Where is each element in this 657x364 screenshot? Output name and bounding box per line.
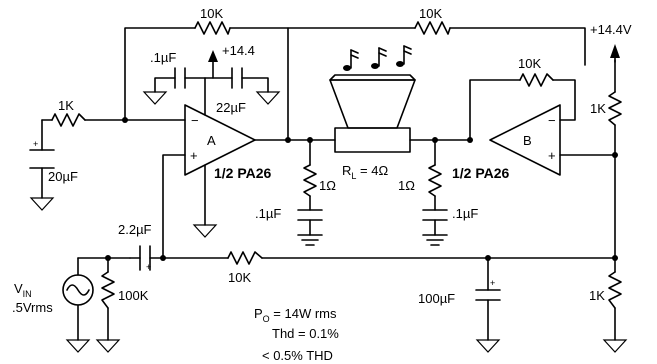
resistor-1k-input — [51, 113, 86, 127]
ground-icon — [95, 339, 121, 353]
music-notes-icon — [343, 45, 412, 71]
svg-text:+: + — [33, 139, 38, 149]
ac-source-icon — [62, 274, 94, 306]
label-rl: RL = 4Ω — [342, 163, 388, 181]
resistor-1ohm-b — [428, 164, 442, 197]
label-supply-rail: +14.4V — [590, 22, 632, 37]
labels: 10K 10K +14.4V .1µF +14.4 22µF 10K 1K 20… — [12, 6, 632, 363]
label-c-01-b: .1µF — [452, 206, 478, 221]
ground-icon — [65, 339, 91, 353]
label-pa26-b: 1/2 PA26 — [452, 165, 510, 181]
label-r-1ohm-b: 1Ω — [398, 178, 415, 193]
ground-icon — [422, 234, 448, 246]
label-c-20: 20µF — [48, 169, 78, 184]
label-pa26-a: 1/2 PA26 — [214, 165, 272, 181]
label-amp-b: B — [523, 133, 532, 148]
label-r-10k-bias: 10K — [228, 270, 251, 285]
resistor-1k-rail-bottom — [608, 271, 622, 309]
resistor-10k-b-feedback — [519, 73, 554, 87]
svg-text:+: + — [190, 148, 198, 163]
label-r-fb-top-right: 10K — [419, 6, 442, 21]
resistor-10k-top-left — [194, 21, 231, 35]
resistor-1k-rail-top — [608, 91, 622, 126]
label-r-fb-top: 10K — [200, 6, 223, 21]
label-po: PO = 14W rms — [254, 306, 337, 324]
resistor-100k — [101, 271, 115, 309]
svg-text:−: − — [191, 113, 199, 128]
arrow-up-icon — [208, 50, 218, 62]
label-c-01: .1µF — [150, 50, 176, 65]
label-vin: VIN — [14, 281, 32, 299]
resistor-10k-top-right — [414, 21, 451, 35]
op-amp-a: − + — [184, 104, 256, 176]
ground-icon — [297, 234, 323, 246]
ground-icon — [255, 91, 281, 105]
label-r-in-1k: 1K — [58, 98, 74, 113]
arrow-up-icon — [610, 44, 620, 58]
label-r-100k: 100K — [118, 288, 149, 303]
svg-text:+: + — [146, 262, 151, 272]
junctions — [105, 117, 618, 261]
wires — [41, 27, 616, 341]
label-c-01-a: .1µF — [255, 206, 281, 221]
resistors — [51, 21, 622, 309]
label-plus-14: +14.4 — [222, 43, 255, 58]
label-r-b-fb: 10K — [518, 56, 541, 71]
label-c-100: 100µF — [418, 291, 455, 306]
label-thd2: < 0.5% THD — [262, 348, 333, 363]
resistor-10k-bias — [227, 251, 263, 265]
capacitors: + + + — [29, 67, 501, 301]
speaker — [329, 74, 416, 153]
ground-icon — [29, 197, 55, 211]
label-vin-rms: .5Vrms — [12, 300, 53, 315]
label-amp-a: A — [207, 133, 216, 148]
label-r-1k-rail-top: 1K — [590, 101, 606, 116]
supply-arrows — [208, 44, 620, 63]
svg-text:+: + — [490, 278, 495, 288]
grounds — [29, 91, 628, 353]
label-c-22: 22µF — [216, 100, 246, 115]
ground-icon — [475, 339, 501, 353]
svg-text:−: − — [548, 113, 556, 128]
label-r-1k-rail-bottom: 1K — [589, 288, 605, 303]
ground-icon — [602, 339, 628, 353]
ground-icon — [142, 91, 168, 105]
op-amp-b: − + — [489, 104, 561, 176]
resistor-1ohm-a — [303, 164, 317, 197]
ground-icon — [192, 224, 218, 238]
svg-text:+: + — [548, 148, 556, 163]
label-c-22-in: 2.2µF — [118, 222, 152, 237]
label-r-1ohm-a: 1Ω — [319, 178, 336, 193]
label-thd: Thd = 0.1% — [272, 326, 339, 341]
